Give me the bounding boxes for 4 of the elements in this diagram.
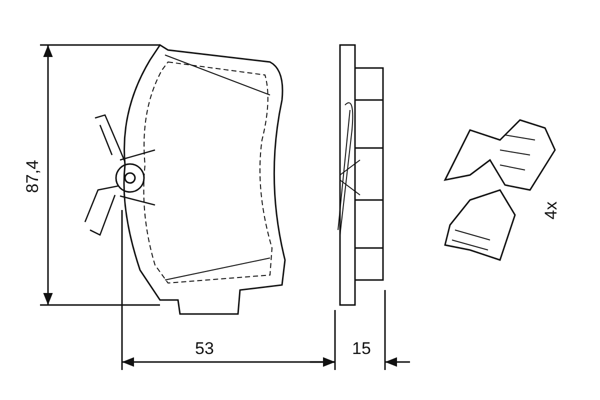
- dimension-label: 53: [195, 340, 214, 357]
- quantity-label: 4x: [542, 202, 560, 220]
- dimension-label: 15: [352, 340, 371, 357]
- dimension-label: 87,4: [24, 160, 42, 194]
